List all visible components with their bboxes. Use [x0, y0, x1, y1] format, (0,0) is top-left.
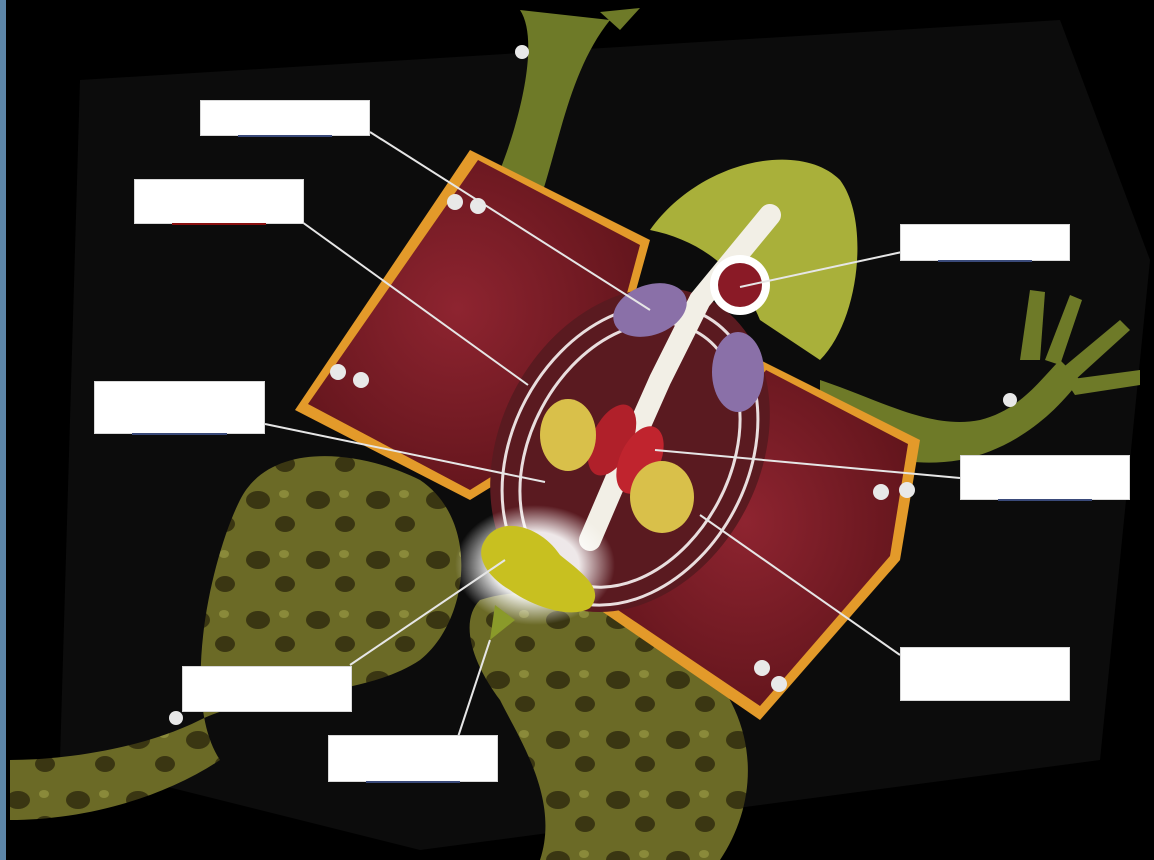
fat-body-left [540, 399, 596, 471]
label-underline [132, 433, 227, 435]
fat-body-right [630, 461, 694, 533]
label-underline [238, 135, 332, 137]
label-underline [998, 499, 1092, 501]
label-box-bladder[interactable] [182, 666, 352, 712]
label-box-fat-body[interactable] [94, 381, 265, 434]
right-lobe [712, 332, 764, 412]
label-box-heart[interactable] [900, 224, 1070, 261]
label-underline [938, 260, 1032, 262]
label-box-testis[interactable] [900, 647, 1070, 701]
heart [718, 263, 762, 307]
label-box-kidney[interactable] [960, 455, 1130, 500]
label-underline [172, 223, 266, 225]
label-box-intestine[interactable] [134, 179, 304, 224]
label-box-cloaca[interactable] [328, 735, 498, 782]
label-box-lung[interactable] [200, 100, 370, 136]
label-underline [366, 781, 460, 783]
